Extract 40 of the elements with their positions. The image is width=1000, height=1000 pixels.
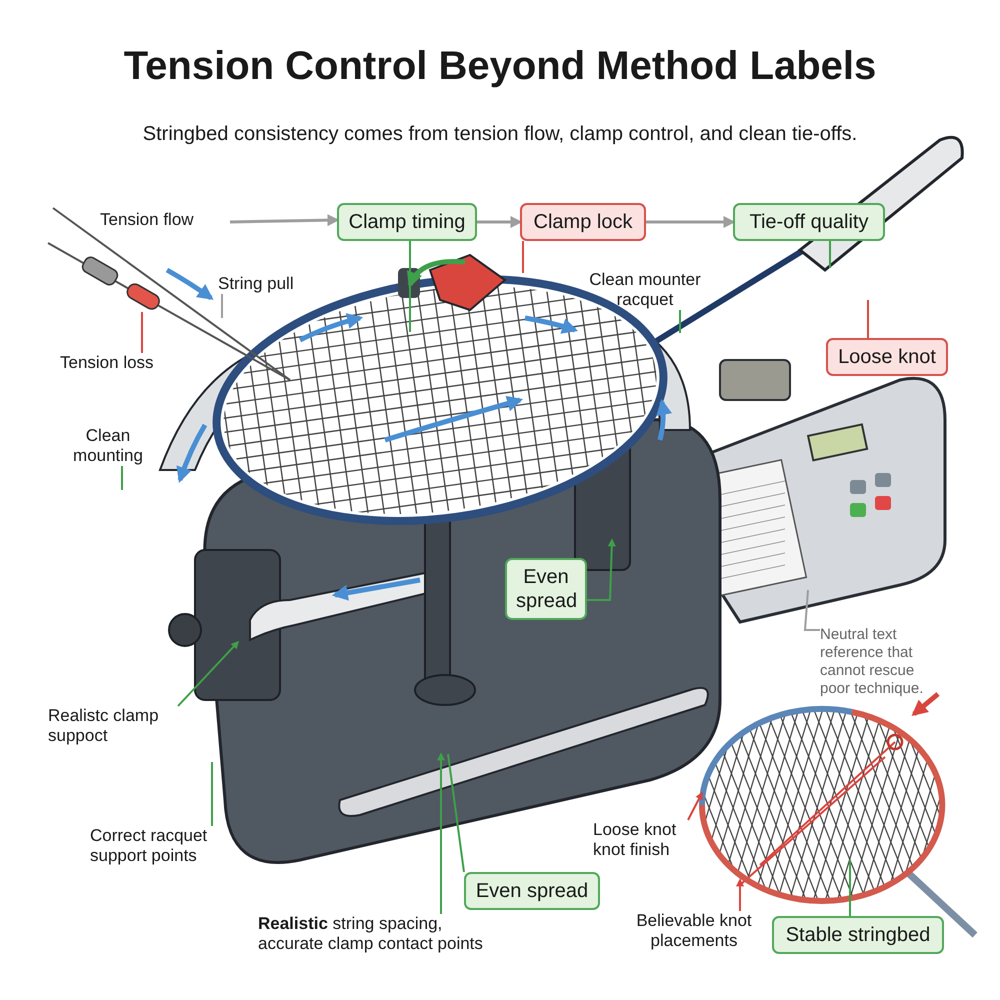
callout-text: Believable knot placements: [635, 911, 753, 951]
callout-text: Realistic string spacing, accurate clamp contact points: [258, 914, 508, 954]
leader-line: [804, 590, 820, 631]
callout-box: Even spread: [464, 872, 600, 910]
step-box: Clamp timing: [337, 203, 477, 241]
callout-text: Tension loss: [60, 353, 180, 373]
leader-line: [522, 241, 524, 273]
callout-text: String pull: [218, 274, 318, 294]
note-text: Neutral text reference that cannot rescue poor technique.: [820, 626, 945, 698]
leader-line: [221, 294, 223, 318]
flow-label: Tension flow: [100, 210, 230, 230]
leader-line: [687, 792, 703, 820]
step-box: Tie-off quality: [733, 203, 885, 241]
leader-line: [587, 538, 616, 601]
leader-line: [141, 312, 143, 353]
callout-text: Clean mounter racquet: [585, 270, 705, 310]
callout-text: Realistc clamp suppoct: [48, 706, 178, 746]
callout-text: Clean mounting: [68, 426, 148, 466]
callout-text: Loose knot knot finish: [593, 820, 688, 860]
leader-line: [679, 310, 681, 333]
leader-line: [736, 878, 744, 911]
arrow: [230, 214, 340, 226]
subtitle: Stringbed consistency comes from tension flow, clamp control, and clean tie-offs.: [142, 122, 858, 146]
callout-text: Correct racquet support points: [90, 826, 215, 866]
warning-box: Loose knot: [826, 338, 948, 376]
callout-box: Stable stringbed: [772, 916, 944, 954]
leader-line: [409, 241, 411, 332]
title: Tension Control Beyond Method Labels: [122, 43, 878, 90]
arrow: [477, 216, 522, 228]
leader-line: [211, 762, 213, 826]
leader-line: [177, 640, 240, 707]
warning-box: Clamp lock: [520, 203, 646, 241]
arrow: [646, 216, 736, 228]
leader-line: [829, 241, 831, 268]
callout-box: Even spread: [505, 558, 587, 620]
leader-line: [447, 754, 465, 872]
leader-line: [849, 860, 851, 916]
leader-line: [867, 300, 869, 338]
leader-line: [437, 752, 445, 914]
leader-line: [121, 466, 123, 490]
